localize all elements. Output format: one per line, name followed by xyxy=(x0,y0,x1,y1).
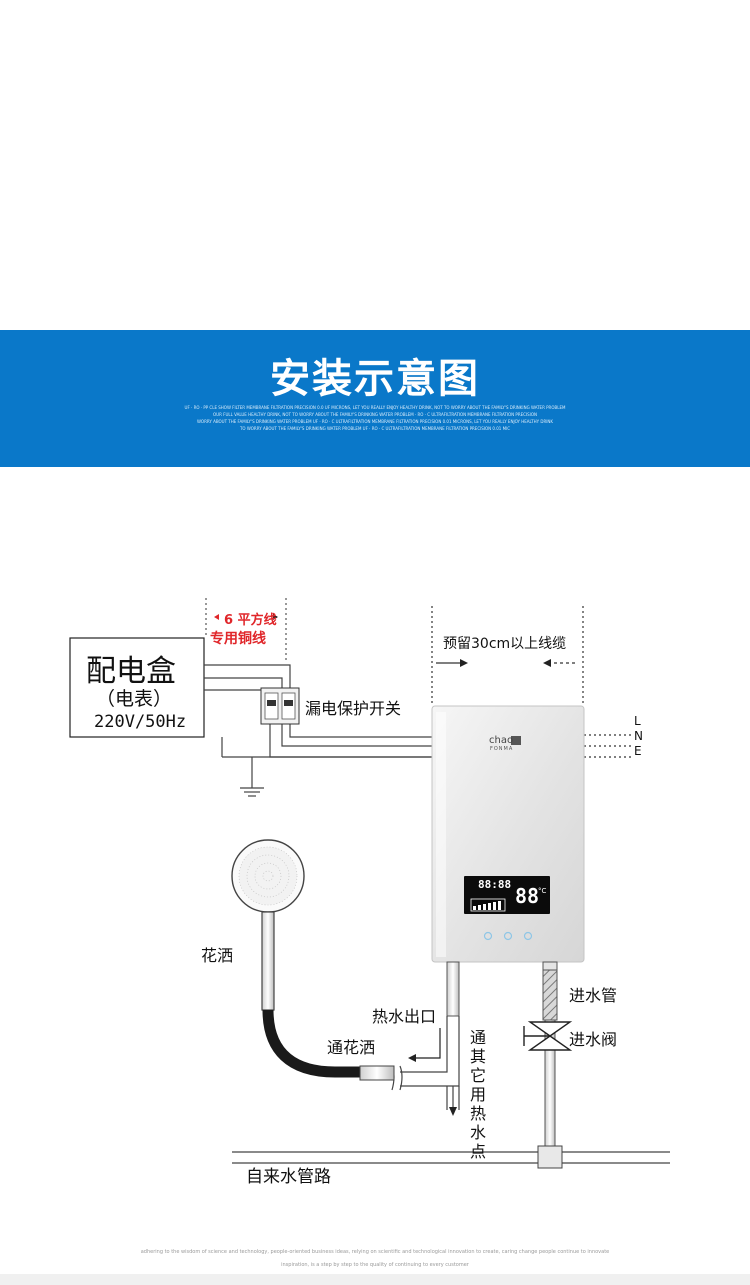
leakage-switch-label: 漏电保护开关 xyxy=(305,699,402,718)
wire-spec-guides xyxy=(205,598,287,660)
down-arrow xyxy=(449,1107,457,1116)
leakage-switch xyxy=(260,687,300,725)
terminal-l-label: L xyxy=(634,714,641,728)
power-level-bar xyxy=(470,898,506,912)
cable-reserve-label: 预留30cm以上线缆 xyxy=(443,636,567,652)
cable-reserve-arrow-left xyxy=(543,659,551,667)
main-water-pipe xyxy=(232,1151,670,1164)
display-time: 88:88 xyxy=(478,878,512,891)
shower-handle xyxy=(261,911,275,1011)
main-pipe-label: 自来水管路 xyxy=(246,1167,331,1187)
cable-reserve-guides xyxy=(431,606,584,706)
bottom-strip xyxy=(0,1274,750,1285)
hot-outlet-pointer xyxy=(416,1028,441,1059)
footer-line-2: inspiration, is a step by step to the qu… xyxy=(281,1262,469,1268)
banner-fine-line-2: OUR FULL VALUE HEALTHY DRINK, NOT TO WOR… xyxy=(213,412,537,417)
inlet-pipe-label: 进水管 xyxy=(569,986,618,1005)
hot-outlet-pipe xyxy=(446,961,460,1017)
inlet-pipe xyxy=(542,969,558,1021)
banner-fine-line-3: WORRY ABOUT THE FAMILY'S DRINKING WATER … xyxy=(196,419,554,424)
banner-fine-line-1: UF · RO · PP CLE SHOW FILTER MEMBRANE FI… xyxy=(184,405,566,410)
inlet-valve-label: 进水阀 xyxy=(569,1030,618,1049)
brand-logo-icon xyxy=(511,736,521,745)
brand-label: chao xyxy=(489,735,514,746)
brand-sub-label: FONMA xyxy=(490,746,514,752)
terminal-e-label: E xyxy=(634,744,642,758)
hot-outlet-label: 热水出口 xyxy=(372,1007,437,1026)
banner-fine-line-4: TO WORRY ABOUT THE FAMILY'S DRINKING WAT… xyxy=(239,426,511,431)
shower-head xyxy=(231,839,305,913)
footer-line-1: adhering to the wisdom of science and te… xyxy=(140,1249,610,1255)
hose-fitting xyxy=(359,1065,395,1081)
wire-spec-label: 6 平方线 xyxy=(224,613,277,628)
inlet-pipe-connector xyxy=(542,961,558,971)
shower-label: 花洒 xyxy=(201,946,234,965)
to-shower-label: 通花洒 xyxy=(327,1038,376,1057)
inlet-valve-symbol xyxy=(523,1021,573,1051)
copper-wire-label: 专用铜线 xyxy=(210,631,266,647)
heater-glare xyxy=(436,712,446,957)
to-other-hot-water-label: 通其它用热水点 xyxy=(470,1028,487,1161)
distribution-box-label: 配电盒 xyxy=(86,654,176,689)
meter-label: （电表） xyxy=(96,688,173,710)
terminal-leads xyxy=(584,734,632,758)
display-temp: 88 xyxy=(515,884,540,908)
distribution-box xyxy=(69,637,205,738)
section-title: 安装示意图 xyxy=(270,356,480,402)
terminal-n-label: N xyxy=(634,729,643,743)
wire-spec-arrow-left xyxy=(214,614,219,620)
cable-reserve-arrow-right xyxy=(460,659,468,667)
hot-water-lines xyxy=(400,1016,460,1110)
pipe-tee xyxy=(537,1145,563,1169)
supply-wires xyxy=(204,664,432,788)
wire-spec-arrow-right xyxy=(273,614,278,620)
ground-symbol xyxy=(240,787,264,797)
shower-hose xyxy=(262,1009,362,1078)
section-banner xyxy=(0,330,750,467)
display-unit: °C xyxy=(538,887,547,895)
touch-buttons xyxy=(483,931,533,941)
voltage-label: 220V/50Hz xyxy=(94,712,187,732)
